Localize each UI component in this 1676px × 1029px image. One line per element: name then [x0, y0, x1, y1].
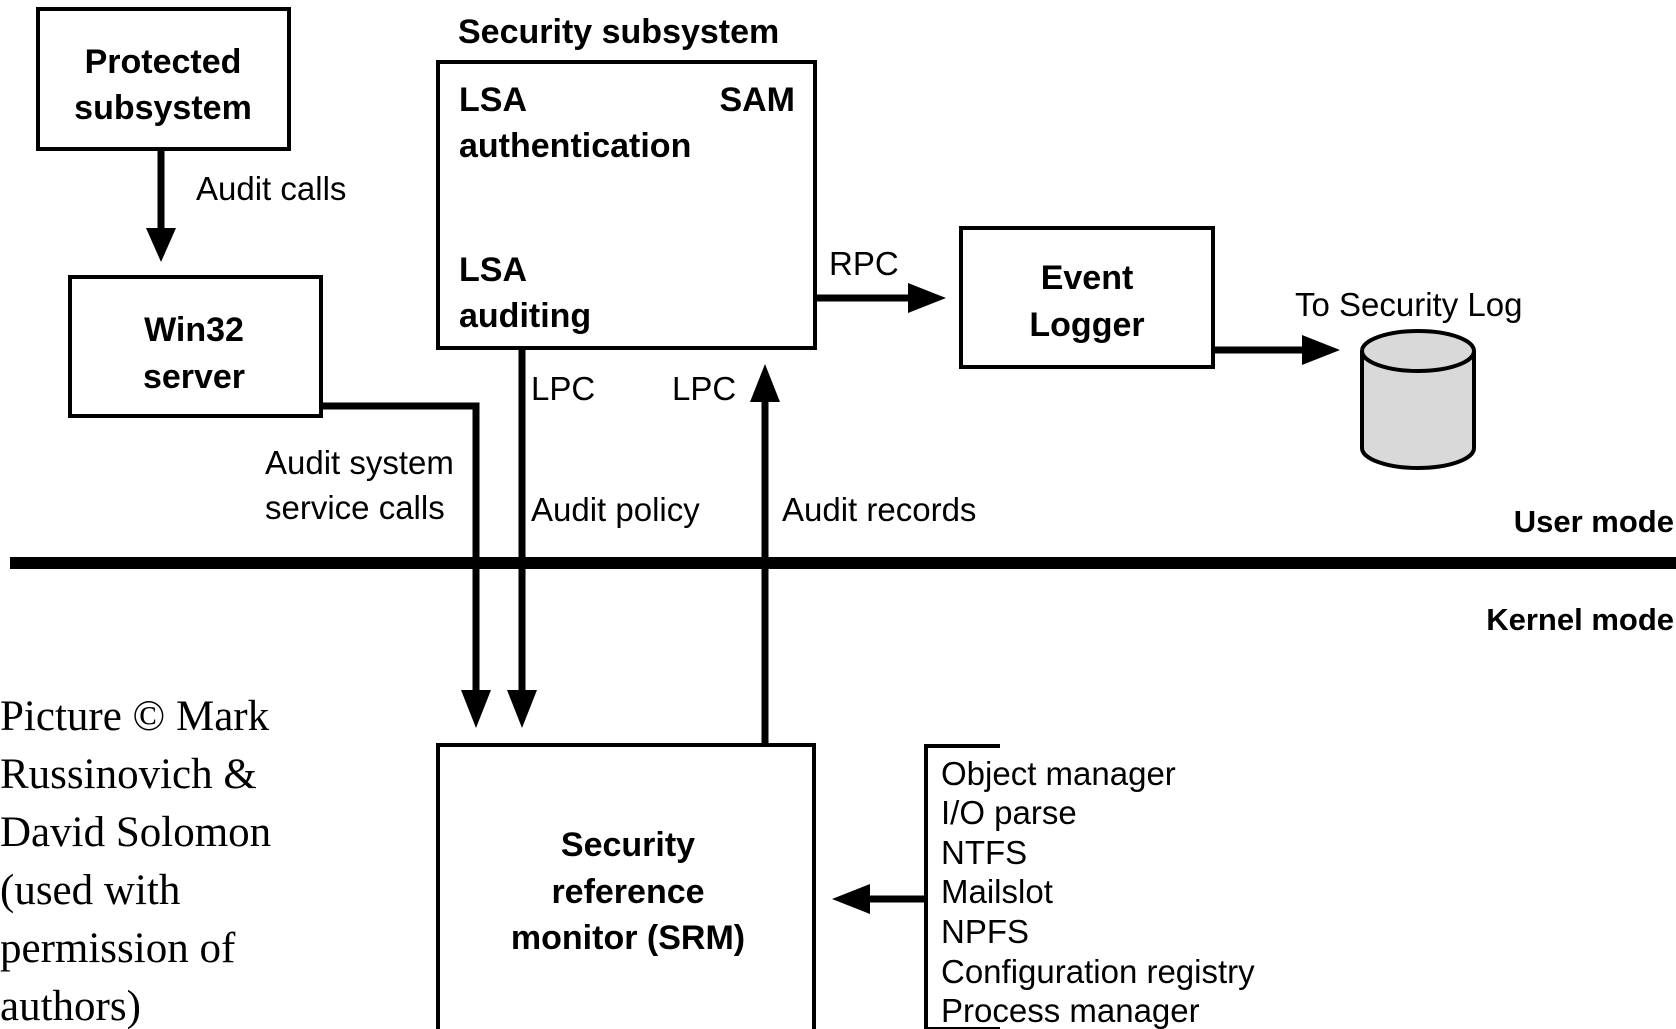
event-logger-node: Event Logger	[959, 226, 1215, 369]
kernel-component-item: NTFS	[941, 834, 1027, 871]
protected-subsystem-label-line2: subsystem	[74, 89, 252, 127]
credit-line: (used with	[0, 867, 180, 914]
win32-server-node: Win32 server	[68, 275, 323, 418]
kernel-component-item: Mailslot	[941, 873, 1053, 910]
win32-server-label-line2: server	[143, 358, 245, 396]
credit-line: authors)	[0, 983, 141, 1029]
kernel-component-item: I/O parse	[941, 794, 1077, 831]
kernel-component-item: NPFS	[941, 913, 1029, 950]
rpc-arrow	[815, 283, 946, 313]
audit-system-service-calls-label-line1: Audit system	[265, 444, 454, 481]
credit-line: Russinovich &	[0, 751, 257, 798]
security-subsystem-node: LSA authentication SAM LSA auditing	[436, 60, 817, 350]
sam-label: SAM	[719, 81, 795, 119]
audit-system-service-calls-label-line2: service calls	[265, 489, 445, 526]
user-mode-label: User mode	[1514, 504, 1674, 539]
event-logger-label-line2: Logger	[1029, 306, 1144, 344]
security-subsystem-title: Security subsystem	[458, 13, 779, 51]
srm-label-line1: Security	[561, 826, 695, 864]
audit-records-label: Audit records	[782, 491, 976, 528]
srm-label-line2: reference	[551, 873, 704, 911]
credit-line: Picture © Mark	[0, 693, 270, 740]
lsa-auditing-label-line1: LSA	[459, 251, 527, 289]
lsa-authentication-label-line2: authentication	[459, 127, 691, 165]
kernel-mode-label: Kernel mode	[1486, 602, 1674, 637]
kernel-component-item: Configuration registry	[941, 953, 1255, 990]
to-security-log-label: To Security Log	[1295, 286, 1522, 323]
kernel-components-arrow	[832, 884, 926, 914]
lpc-left-label: LPC	[531, 370, 595, 407]
credit-line: permission of	[0, 925, 236, 972]
protected-subsystem-label-line1: Protected	[85, 43, 242, 81]
lpc-right-label: LPC	[672, 370, 736, 407]
kernel-components-bracket	[924, 744, 1000, 1029]
credit-text: Picture © Mark Russinovich & David Solom…	[0, 693, 271, 1029]
audit-calls-arrow	[146, 149, 176, 262]
security-log-arrow	[1213, 335, 1340, 365]
win32-server-label-line1: Win32	[144, 311, 244, 349]
credit-line: David Solomon	[0, 809, 271, 856]
security-log-cylinder-icon	[1360, 329, 1476, 470]
audit-system-service-calls-arrow	[321, 402, 491, 728]
audit-calls-label: Audit calls	[196, 170, 346, 207]
kernel-component-item: Object manager	[941, 755, 1176, 792]
lsa-auditing-label-line2: auditing	[459, 297, 591, 335]
kernel-components-list: Object manager I/O parse NTFS Mailslot N…	[941, 755, 1255, 1029]
event-logger-label-line1: Event	[1041, 259, 1134, 297]
srm-label-line3: monitor (SRM)	[511, 919, 745, 957]
srm-node: Security reference monitor (SRM)	[436, 743, 816, 1029]
protected-subsystem-node: Protected subsystem	[36, 7, 291, 151]
kernel-component-item: Process manager	[941, 992, 1200, 1029]
lsa-authentication-label-line1: LSA	[459, 81, 527, 119]
audit-policy-label: Audit policy	[531, 491, 700, 528]
rpc-label: RPC	[829, 245, 899, 282]
audit-records-arrow	[750, 364, 780, 745]
audit-policy-arrow	[507, 348, 537, 728]
